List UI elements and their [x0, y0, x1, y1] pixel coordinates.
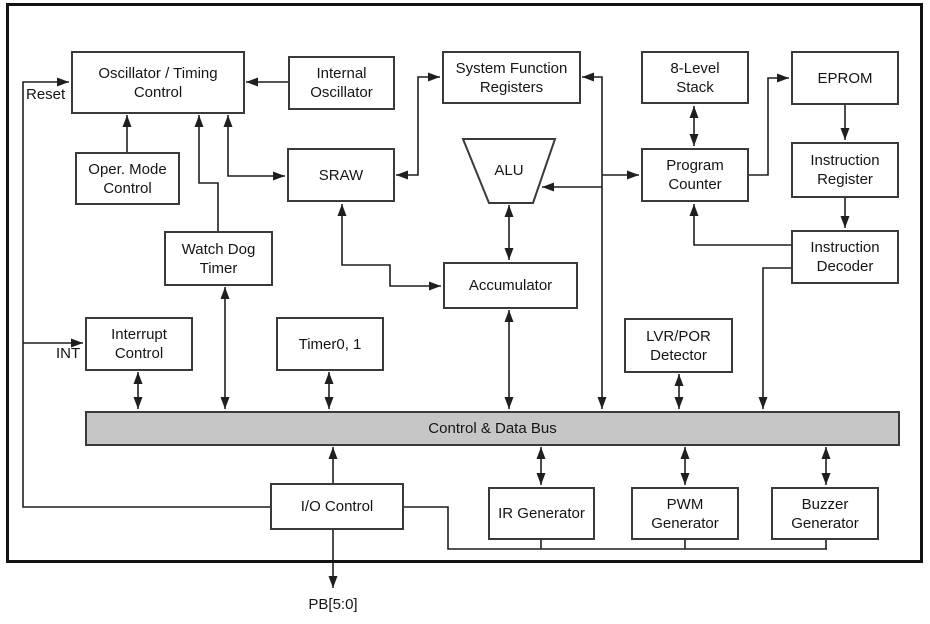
block-sraw: SRAW	[287, 148, 395, 202]
block-timer0-1: Timer0, 1	[276, 317, 384, 371]
connector-sraw-sfr	[396, 72, 440, 180]
connector-pc-to-eprom	[748, 73, 789, 176]
block-oper-mode-control: Oper. Mode Control	[75, 152, 180, 205]
connector-io-generator-link	[403, 506, 827, 550]
block-alu-shape	[461, 138, 557, 204]
pin-label-reset: Reset	[26, 86, 66, 103]
pin-label-pb50: PB[5:0]	[308, 596, 358, 613]
block-pwm-generator: PWM Generator	[631, 487, 739, 540]
block-oscillator-timing-control: Oscillator / Timing Control	[71, 51, 245, 114]
block-alu-label: ALU	[494, 161, 524, 179]
connector-sraw-accumulator	[337, 204, 441, 291]
block-program-counter: Program Counter	[641, 148, 749, 202]
block-8-level-stack: 8-Level Stack	[641, 51, 749, 104]
block-ir-generator: IR Generator	[488, 487, 595, 540]
connector-generator-stubs	[540, 539, 827, 549]
block-system-function-registers: System Function Registers	[442, 51, 581, 104]
block-interrupt-control: Interrupt Control	[85, 317, 193, 371]
block-eprom: EPROM	[791, 51, 899, 105]
block-watch-dog-timer: Watch Dog Timer	[164, 231, 273, 286]
connector-reset-rail	[22, 77, 270, 508]
block-io-control: I/O Control	[270, 483, 404, 530]
connector-otc-sraw	[223, 115, 285, 181]
block-instruction-decoder: Instruction Decoder	[791, 230, 899, 284]
connector-wdt-to-otc	[194, 115, 219, 231]
connector-id-to-pc	[689, 204, 791, 246]
block-instruction-register: Instruction Register	[791, 142, 899, 198]
control-data-bus: Control & Data Bus	[85, 411, 900, 446]
connector-id-to-bus	[758, 267, 791, 409]
block-internal-oscillator: Internal Oscillator	[288, 56, 395, 110]
connector-central-rail	[582, 72, 607, 409]
block-buzzer-generator: Buzzer Generator	[771, 487, 879, 540]
block-accumulator: Accumulator	[443, 262, 578, 309]
block-lvr-por-detector: LVR/POR Detector	[624, 318, 733, 373]
pin-label-int: INT	[56, 345, 81, 362]
